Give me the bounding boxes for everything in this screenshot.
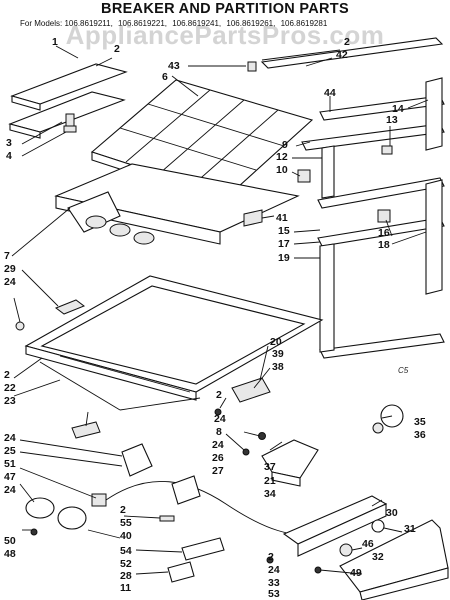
callout-7: 7 (4, 250, 10, 262)
callout-34: 34 (264, 488, 276, 500)
callout-51: 51 (4, 458, 16, 470)
callout-43: 43 (168, 60, 180, 72)
callout-24: 24 (214, 413, 226, 425)
callout-24: 24 (268, 564, 280, 576)
callout-2: 2 (216, 389, 222, 401)
callout-4: 4 (6, 150, 12, 162)
model-number: 106.8619221, (118, 19, 167, 28)
callout-9: 9 (282, 139, 288, 151)
callout-2: 2 (120, 504, 126, 516)
callout-47: 47 (4, 471, 16, 483)
partition-strip-part (260, 37, 445, 359)
callout-35: 35 (414, 416, 426, 428)
callout-17: 17 (278, 238, 290, 250)
screw-part (15, 321, 101, 439)
callout-41: 41 (276, 212, 288, 224)
model-number: 106.8619211, (64, 19, 113, 28)
callout-52: 52 (120, 558, 132, 570)
callout-22: 22 (4, 382, 16, 394)
callout-19: 19 (278, 252, 290, 264)
callout-49: 49 (350, 567, 362, 579)
callout-13: 13 (386, 114, 398, 126)
bracket-part (159, 475, 225, 583)
leader-lines (11, 45, 429, 575)
diagram-title: BREAKER AND PARTITION PARTS (101, 1, 349, 17)
callout-53: 53 (268, 588, 280, 600)
callout-2: 2 (268, 551, 274, 563)
trim-strip-part (8, 63, 128, 139)
callout-33: 33 (268, 577, 280, 589)
callout-31: 31 (404, 523, 416, 535)
callout-40: 40 (120, 530, 132, 542)
callout-21: 21 (264, 475, 276, 487)
callout-3: 3 (6, 137, 12, 149)
model-number: 106.8619281 (280, 19, 328, 28)
callout-14: 14 (392, 103, 404, 115)
callout-24: 24 (4, 484, 16, 496)
callout-8: 8 (216, 426, 222, 438)
callout-11: 11 (120, 582, 132, 594)
callout-42: 42 (336, 49, 348, 61)
callout-10: 10 (276, 164, 288, 176)
callout-24: 24 (4, 276, 16, 288)
callout-29: 29 (4, 263, 16, 275)
callout-18: 18 (378, 239, 390, 251)
callout-27: 27 (212, 465, 224, 477)
callout-37: 37 (264, 461, 276, 473)
callout-24: 24 (4, 432, 16, 444)
callout-20: 20 (270, 336, 282, 348)
reference-code: C5 (398, 366, 409, 375)
callout-46: 46 (362, 538, 374, 550)
callout-2: 2 (4, 369, 10, 381)
callout-28: 28 (120, 570, 132, 582)
callout-15: 15 (278, 225, 290, 237)
callout-30: 30 (386, 507, 398, 519)
callout-6: 6 (162, 71, 168, 83)
clip-part (243, 145, 393, 227)
control-knob-part (372, 404, 404, 434)
callout-48: 48 (4, 548, 16, 560)
callout-32: 32 (372, 551, 384, 563)
model-number: 106.8619261, (226, 19, 276, 28)
partition-frame-part (24, 275, 324, 411)
control-housing-part (214, 377, 319, 487)
callout-25: 25 (4, 445, 16, 457)
callout-12: 12 (276, 151, 288, 163)
callout-1: 1 (52, 36, 58, 48)
breaker-panel-part (54, 163, 300, 245)
callout-16: 16 (378, 227, 390, 239)
callout-50: 50 (4, 535, 16, 547)
callout-24: 24 (212, 439, 224, 451)
callout-44: 44 (324, 87, 336, 99)
callout-55: 55 (120, 517, 132, 529)
models-prefix: For Models: (20, 19, 63, 28)
callout-39: 39 (272, 348, 284, 360)
callout-38: 38 (272, 361, 284, 373)
callout-26: 26 (212, 452, 224, 464)
control-panel-part (266, 495, 449, 600)
callout-2: 2 (114, 43, 120, 55)
callout-54: 54 (120, 545, 132, 557)
callout-23: 23 (4, 395, 16, 407)
model-number: 106.8619241, (172, 19, 222, 28)
callout-36: 36 (414, 429, 426, 441)
callout-2: 2 (344, 36, 350, 48)
model-list: For Models: 106.8619211, 106.8619221, 10… (20, 19, 330, 28)
